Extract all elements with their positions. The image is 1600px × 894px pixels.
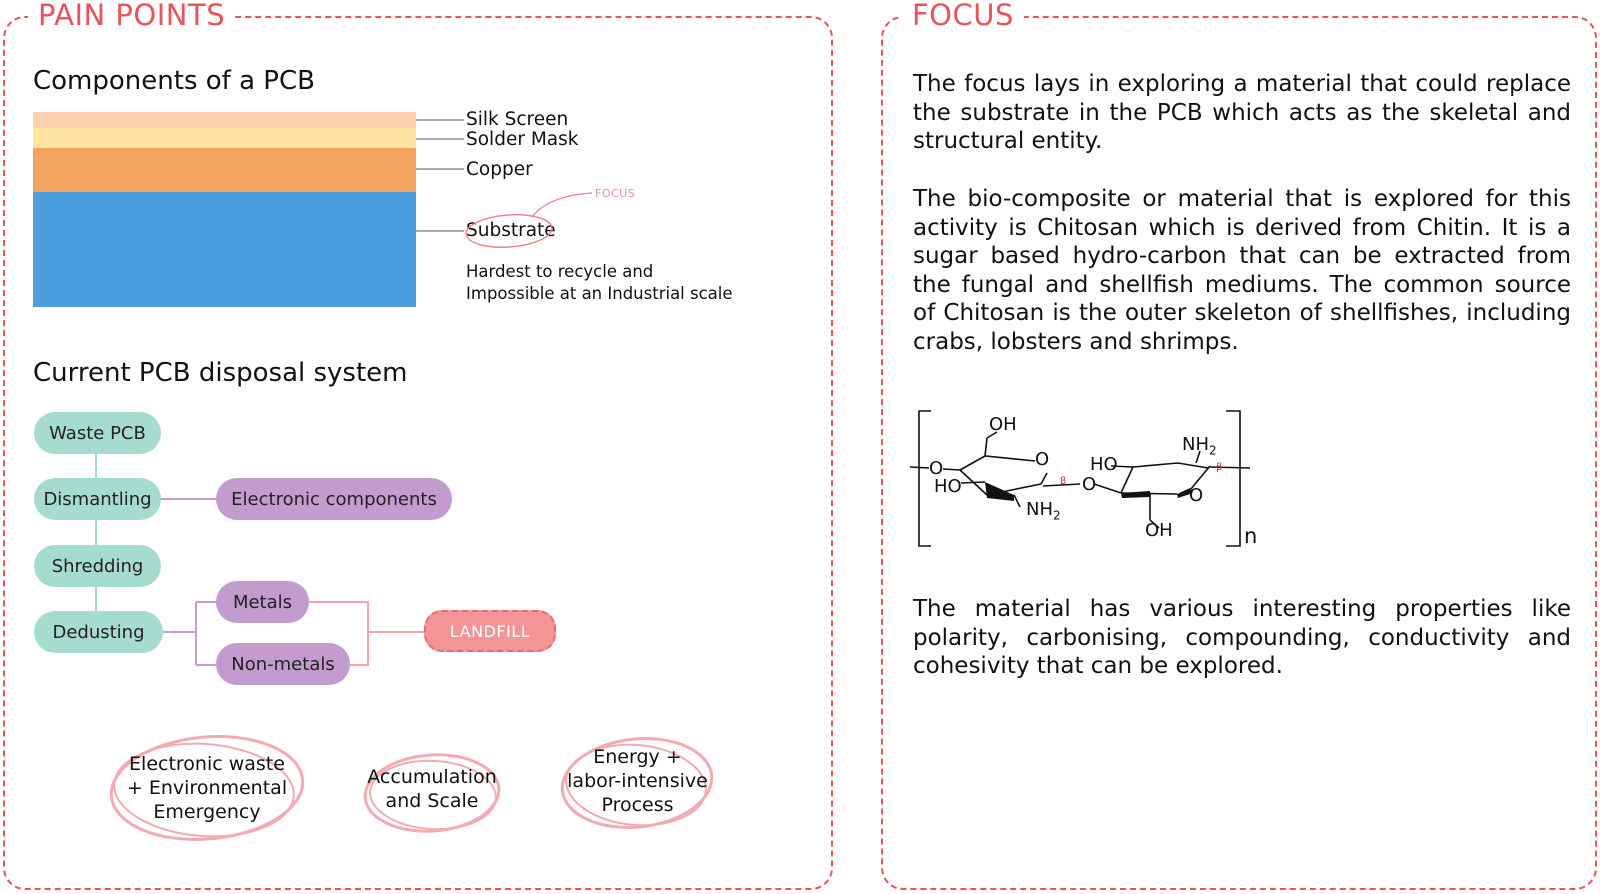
substrate-note-line1: Hardest to recycle and [466, 262, 654, 281]
ho-mid-label: HO [1090, 454, 1118, 475]
focus-tag: FOCUS [595, 187, 636, 200]
substrate-layer [33, 192, 416, 307]
metals-node: Metals [216, 581, 309, 623]
pain-points-title: PAIN POINTS [28, 0, 236, 32]
components-heading: Components of a PCB [33, 66, 315, 96]
issue-ewaste: Electronic waste + Environmental Emergen… [126, 753, 288, 823]
issue-accumulation: Accumulation and Scale [367, 766, 497, 812]
non-metals-node: Non-metals [216, 643, 350, 685]
dedusting-node: Dedusting [34, 611, 163, 653]
focus-paragraph-1: The focus lays in exploring a material t… [913, 71, 1571, 155]
beta2-label: β [1216, 462, 1223, 473]
o-bridge-label: O [1082, 474, 1097, 495]
disposal-heading: Current PCB disposal system [33, 358, 408, 388]
silk-screen-label: Silk Screen [466, 109, 569, 130]
copper-label: Copper [466, 159, 533, 180]
o-left-label: O [929, 458, 944, 479]
landfill-node: LANDFILL [424, 610, 556, 652]
beta1-label: β [1060, 476, 1067, 487]
focus-title: FOCUS [902, 0, 1024, 32]
focus-panel [881, 16, 1597, 890]
waste-pcb-node: Waste PCB [34, 412, 161, 454]
shredding-node: Shredding [34, 545, 161, 587]
substrate-note-line2: Impossible at an Industrial scale [466, 284, 733, 303]
solder-mask-layer [33, 128, 416, 148]
dismantling-node: Dismantling [34, 478, 161, 520]
solder-mask-label: Solder Mask [466, 129, 579, 150]
focus-paragraph-3: The material has various interesting pro… [913, 596, 1571, 680]
ho-left-label: HO [934, 476, 962, 497]
substrate-label: Substrate [466, 220, 556, 241]
issue-energy: Energy + labor-intensive Process [567, 746, 708, 816]
o-ring2-label: O [1189, 485, 1204, 506]
o-ring1-label: O [1035, 449, 1050, 470]
nh2-top-label: NH2 [1182, 434, 1217, 458]
pain-points-panel [3, 16, 833, 890]
nh2-bottom-label: NH2 [1026, 499, 1061, 523]
oh-top-label: OH [989, 414, 1017, 435]
copper-layer [33, 148, 416, 192]
electronic-components-node: Electronic components [216, 478, 452, 520]
n-subscript-label: n [1244, 524, 1258, 548]
focus-paragraph-2: The bio-composite or material that is ex… [913, 186, 1571, 355]
oh-bottom-label: OH [1145, 520, 1173, 541]
silk-screen-layer [33, 112, 416, 128]
